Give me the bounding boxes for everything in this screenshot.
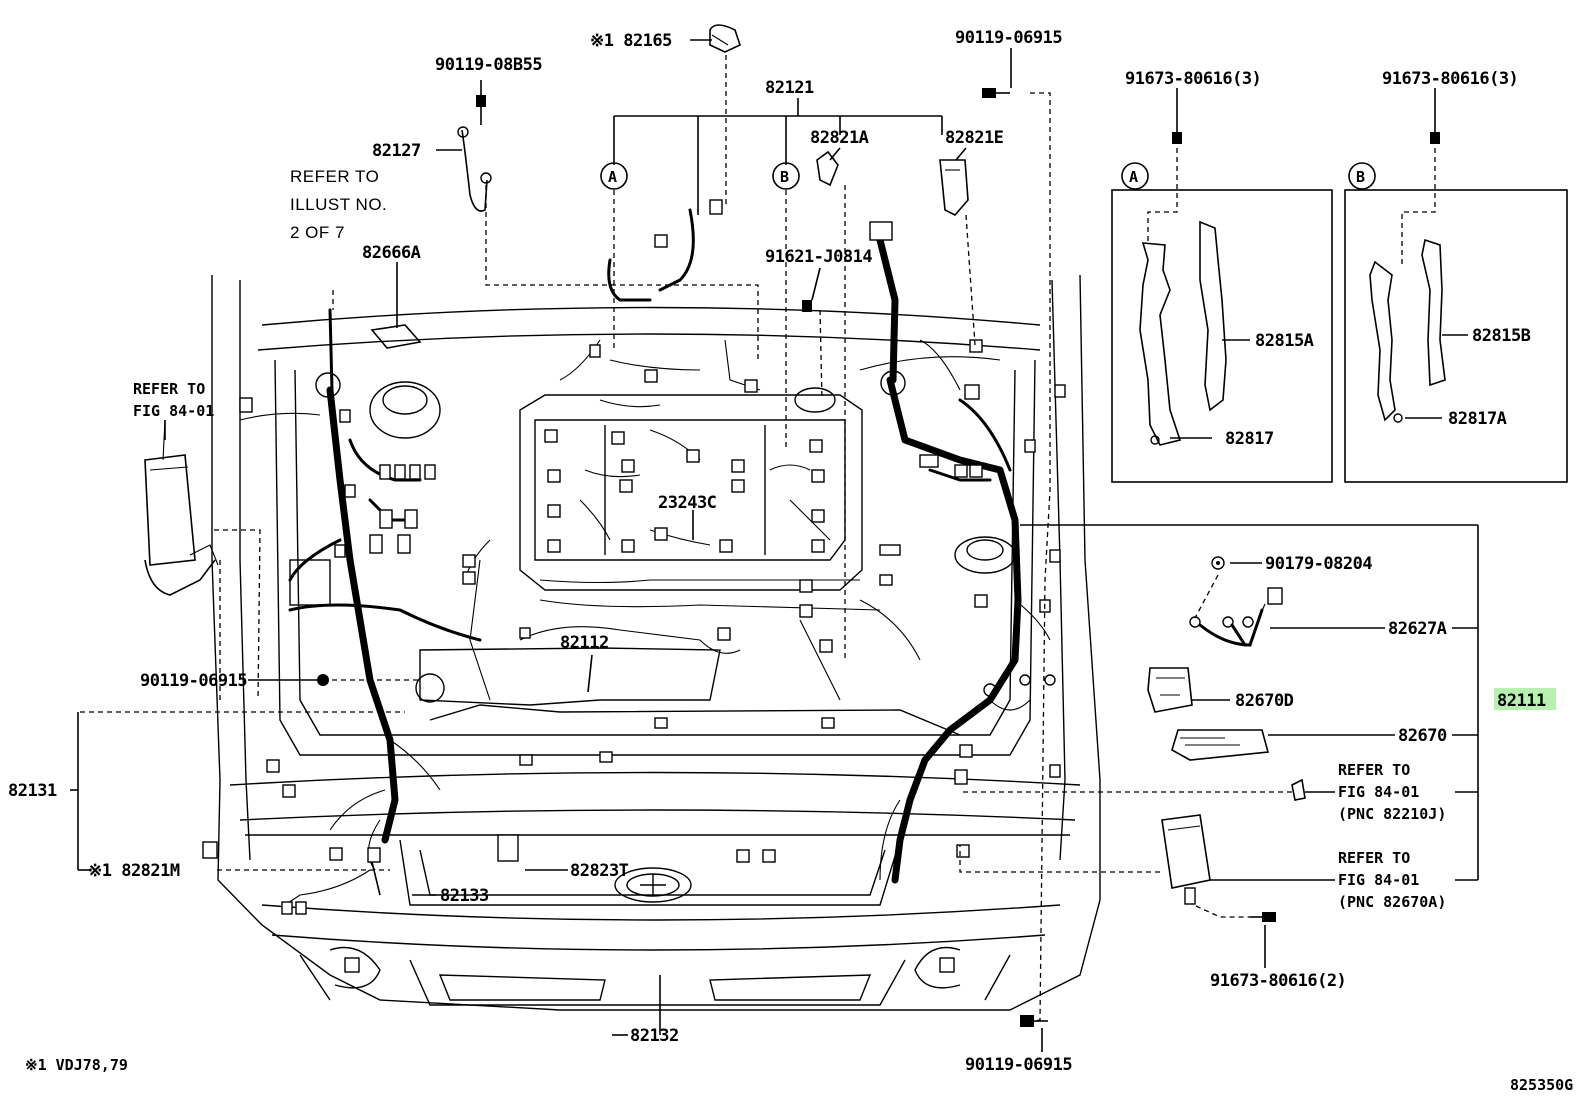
refer-illust-line1: REFER TO — [290, 167, 379, 186]
callout-b-box-letter: B — [1356, 168, 1365, 186]
refer-fig-r1-line3: (PNC 82210J) — [1338, 805, 1446, 823]
refer-fig-r2-line1: REFER TO — [1338, 849, 1410, 867]
label-82131: 82131 — [8, 781, 57, 801]
label-91673-bottom: 91673-80616(2) — [1210, 971, 1346, 991]
illustration-number: 825350G — [1510, 1076, 1573, 1094]
callout-a-box-letter: A — [1129, 168, 1138, 186]
refer-fig-left-line1: REFER TO — [133, 380, 205, 398]
label-82121: 82121 — [765, 78, 814, 98]
callout-b-circle — [772, 162, 800, 190]
callout-b-letter: B — [780, 168, 789, 186]
label-82133: 82133 — [440, 886, 489, 906]
callout-b-box-circle — [1348, 162, 1376, 190]
highlight-82111 — [1494, 688, 1556, 710]
label-90119-06915-left: 90119-06915 — [140, 671, 247, 691]
label-82817: 82817 — [1225, 429, 1274, 449]
label-82127: 82127 — [372, 141, 421, 161]
refer-fig-r2-line2: FIG 84-01 — [1338, 871, 1419, 889]
connector-blocks — [202, 199, 1066, 915]
inset-bracket-b — [1344, 132, 1568, 483]
label-82817a: 82817A — [1448, 409, 1507, 429]
label-82823t: 82823T — [570, 861, 629, 881]
leader-lines — [70, 39, 1479, 1052]
label-23243c: 23243C — [658, 493, 716, 513]
label-82111: 82111 — [1497, 691, 1546, 711]
label-82112: 82112 — [560, 633, 609, 653]
top-components — [370, 24, 1010, 349]
label-82670: 82670 — [1398, 726, 1447, 746]
refer-fig-r1-line1: REFER TO — [1338, 761, 1410, 779]
right-side-components — [317, 556, 1306, 1027]
label-82627a: 82627A — [1388, 619, 1447, 639]
label-82165: ※1 82165 — [590, 31, 672, 51]
label-82666a: 82666A — [362, 243, 421, 263]
label-90119-08b55: 90119-08B55 — [435, 55, 542, 75]
label-82815a: 82815A — [1255, 331, 1314, 351]
label-90179-08204: 90179-08204 — [1265, 554, 1372, 574]
left-relay-block — [144, 419, 219, 596]
dashed-reference-lines — [80, 55, 1292, 1022]
callout-a-circle — [600, 162, 628, 190]
footnote: ※1 VDJ78,79 — [25, 1056, 128, 1074]
refer-illust-line3: 2 OF 7 — [290, 223, 345, 242]
callout-a-box-circle — [1121, 162, 1149, 190]
refer-illust-line2: ILLUST NO. — [290, 195, 387, 214]
callout-a-letter: A — [608, 168, 617, 186]
label-90119-06915-top: 90119-06915 — [955, 28, 1062, 48]
refer-fig-r1-line2: FIG 84-01 — [1338, 783, 1419, 801]
label-82821a: 82821A — [810, 128, 869, 148]
refer-fig-r2-line3: (PNC 82670A) — [1338, 893, 1446, 911]
inset-bracket-a — [1111, 132, 1333, 483]
label-82815b: 82815B — [1472, 326, 1531, 346]
label-91673-b: 91673-80616(3) — [1382, 69, 1518, 89]
label-82821m: ※1 82821M — [88, 861, 180, 881]
part-labels: ※1 82165 90119-08B55 82121 90119-06915 9… — [8, 28, 1573, 1094]
label-82132: 82132 — [630, 1026, 679, 1046]
label-91621: 91621-J0814 — [765, 247, 872, 267]
wire-harness — [239, 208, 1051, 906]
label-82821e: 82821E — [945, 128, 1004, 148]
label-90119-06915-bottom: 90119-06915 — [965, 1055, 1072, 1075]
label-91673-a: 91673-80616(3) — [1125, 69, 1261, 89]
label-82670d: 82670D — [1235, 691, 1294, 711]
refer-fig-left-line2: FIG 84-01 — [133, 402, 214, 420]
